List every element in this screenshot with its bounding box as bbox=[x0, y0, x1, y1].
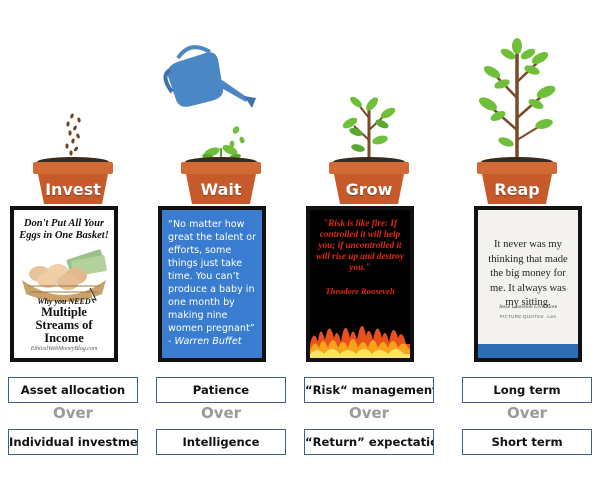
bottom-box: Intelligence bbox=[156, 429, 286, 455]
top-box: Patience bbox=[156, 377, 286, 403]
over-text: Over bbox=[200, 404, 242, 422]
poster-bar bbox=[478, 344, 578, 358]
seeds-pot-icon bbox=[33, 113, 113, 204]
bottom-box: Individual investment bbox=[8, 429, 138, 455]
tree-pot-icon bbox=[477, 38, 557, 204]
over-text: Over bbox=[52, 404, 94, 422]
poster-author: Jesse Lauriston Livermore bbox=[498, 304, 558, 310]
flames-icon bbox=[310, 325, 410, 358]
poster-roosevelt: "Risk is like fire: If controlled it wil… bbox=[306, 206, 414, 362]
poster-quote: "Risk is like fire: If controlled it wil… bbox=[316, 218, 404, 272]
poster-quote: “No matter how great the talent or effor… bbox=[168, 219, 257, 334]
pot-icon bbox=[329, 157, 409, 204]
poster-livermore: It never was my thinking that made the b… bbox=[474, 206, 582, 362]
sapling-pot-icon bbox=[329, 96, 409, 204]
watering-can-icon bbox=[163, 45, 256, 108]
poster-eggs: Don't Put All Your Eggs in One Basket! W… bbox=[10, 206, 118, 362]
watering-pot-icon bbox=[163, 45, 261, 204]
over-text: Over bbox=[348, 404, 390, 422]
bottom-box: “Return” expectation bbox=[304, 429, 434, 455]
stage-label: Wait bbox=[200, 180, 242, 199]
top-box: Asset allocation bbox=[8, 377, 138, 403]
poster-author: Theodore Roosevelt bbox=[325, 286, 395, 296]
pot-icon bbox=[33, 157, 113, 204]
stage-invest: Invest Don't Put All Your Eggs in One Ba… bbox=[0, 0, 146, 500]
poster-headline: Multiple Streams of Income bbox=[35, 305, 93, 345]
poster-source: PICTURE QUOTES .com bbox=[499, 314, 557, 319]
poster-buffet: “No matter how great the talent or effor… bbox=[158, 206, 266, 362]
over-text: Over bbox=[506, 404, 548, 422]
stage-wait: Wait “No matter how great the talent or … bbox=[148, 0, 294, 500]
poster-quote: It never was my thinking that made the b… bbox=[488, 239, 568, 308]
poster-title: Don't Put All Your Eggs in One Basket! bbox=[19, 218, 109, 241]
stage-label: Invest bbox=[45, 180, 101, 199]
stage-reap: Reap It never was my thinking that made … bbox=[444, 0, 592, 500]
water-drops-icon bbox=[229, 126, 245, 148]
egg-basket-icon bbox=[22, 249, 107, 304]
seeds-icon bbox=[65, 113, 81, 156]
stage-label: Grow bbox=[345, 180, 393, 199]
stage-label: Reap bbox=[494, 180, 540, 199]
pot-icon bbox=[181, 157, 261, 204]
poster-subtitle: Why you NEED bbox=[37, 297, 91, 306]
top-box: Long term bbox=[462, 377, 592, 403]
top-box: “Risk“ management bbox=[304, 377, 434, 403]
tree-icon bbox=[478, 38, 556, 160]
stage-grow: Grow "Risk is like fire: If controlled i… bbox=[296, 0, 442, 500]
poster-author: - Warren Buffet bbox=[168, 336, 242, 347]
sapling-icon bbox=[342, 96, 396, 160]
poster-footer: EthicalWebMoneyBlog.com bbox=[30, 346, 98, 352]
bottom-box: Short term bbox=[462, 429, 592, 455]
pot-icon bbox=[477, 157, 557, 204]
